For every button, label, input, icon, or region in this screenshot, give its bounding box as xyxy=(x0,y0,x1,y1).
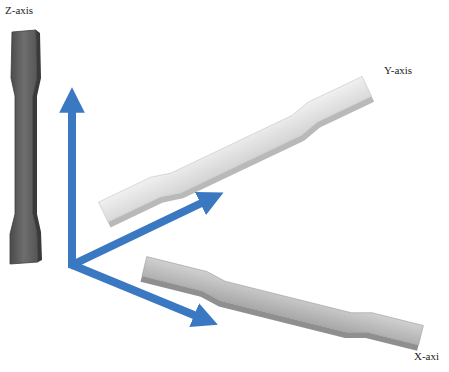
y-arrow xyxy=(70,198,212,266)
axis-label: Y-axis xyxy=(384,64,412,77)
y-specimen xyxy=(99,76,377,231)
axis-label: Z-axis xyxy=(5,4,33,17)
axis-label: X-axi xyxy=(414,350,439,363)
x-arrow xyxy=(70,264,206,320)
axis-arrows xyxy=(70,100,212,320)
z-specimen xyxy=(10,30,42,264)
z-arrow xyxy=(68,100,76,268)
